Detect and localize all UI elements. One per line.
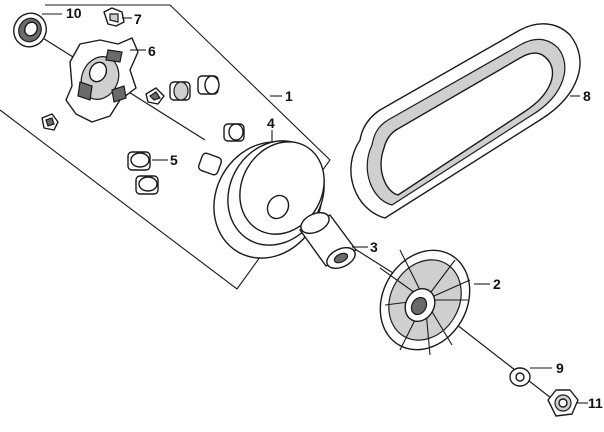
ramp-plate-part-6	[65, 37, 139, 123]
callout-10: 10	[66, 5, 82, 21]
roller-6	[197, 152, 223, 176]
roller-3	[223, 123, 245, 142]
callout-3: 3	[370, 239, 378, 255]
fan-face-part-2	[379, 249, 471, 356]
callout-4: 4	[267, 115, 275, 131]
drive-face-part-4	[213, 140, 325, 259]
washer-part-9	[509, 367, 531, 387]
roller-1	[169, 81, 191, 101]
slider-piece-part-7	[103, 7, 125, 27]
roller-weights-part-5	[127, 75, 245, 195]
callout-1: 1	[285, 88, 293, 104]
roller-4	[127, 151, 151, 171]
drive-belt-part-8	[350, 23, 581, 219]
callout-6: 6	[148, 43, 156, 59]
slider-small-mid	[145, 87, 165, 105]
callout-2: 2	[493, 276, 501, 292]
leader-lines	[42, 13, 588, 404]
callout-8: 8	[583, 88, 591, 104]
collar-part-3	[299, 211, 357, 270]
callout-7: 7	[134, 11, 142, 27]
callout-11: 11	[588, 395, 603, 411]
callout-9: 9	[556, 360, 564, 376]
roller-2	[197, 75, 220, 95]
nut-part-11	[547, 389, 579, 417]
roller-5	[135, 175, 159, 195]
assembly-frame	[0, 4, 331, 290]
oil-seal-part-10	[13, 12, 47, 48]
callout-5: 5	[170, 152, 178, 168]
slider-small-left	[41, 113, 59, 131]
